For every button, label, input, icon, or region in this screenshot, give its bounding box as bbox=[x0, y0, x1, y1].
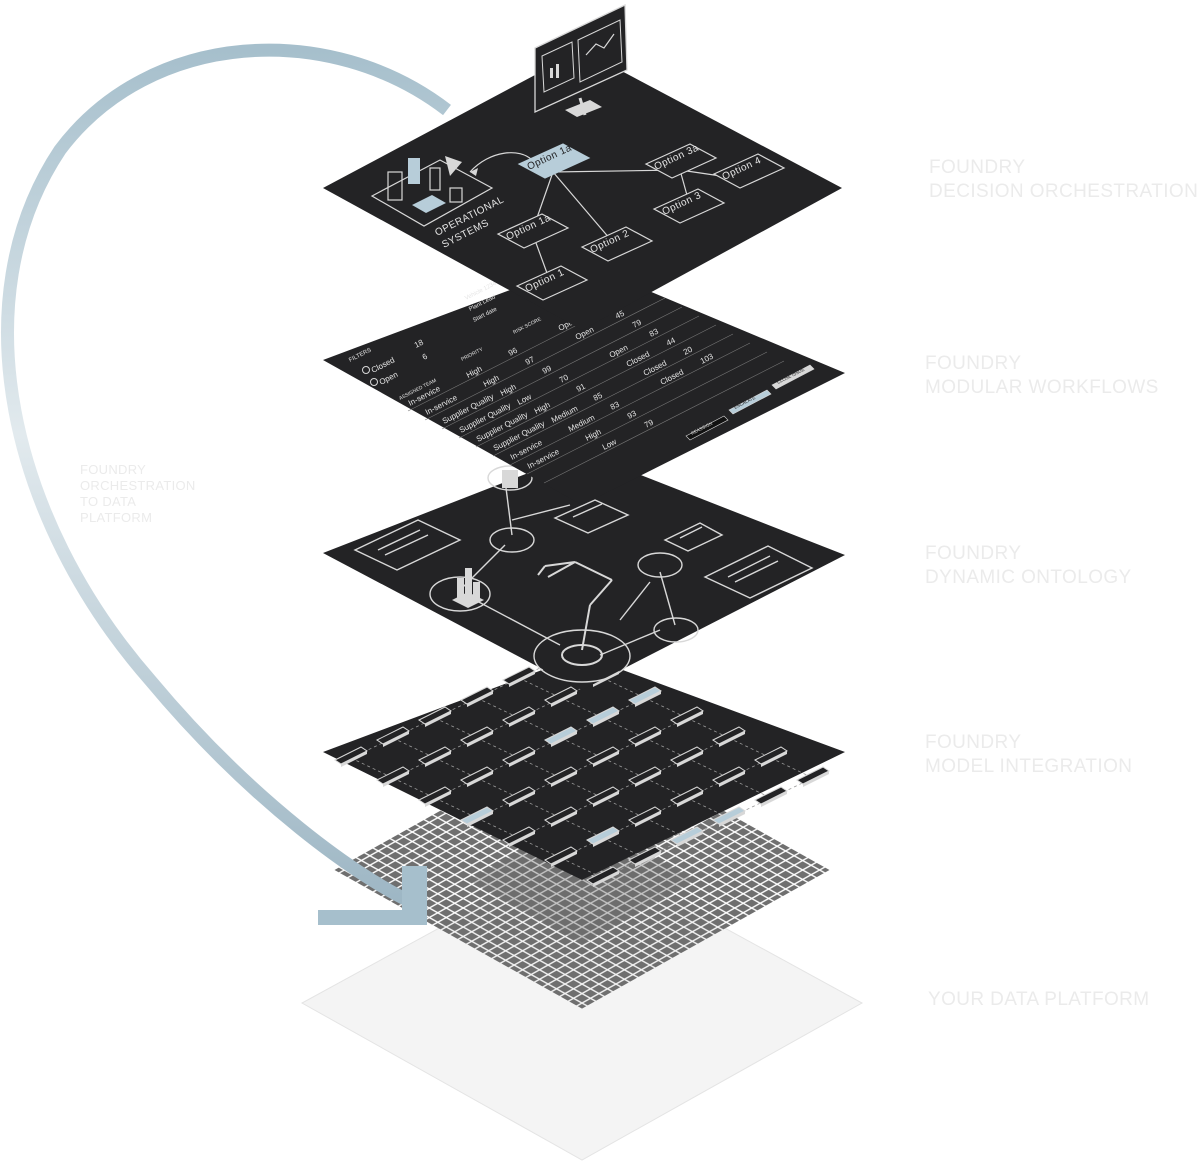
model-node bbox=[376, 766, 410, 787]
model-node bbox=[502, 706, 536, 727]
model-node bbox=[502, 746, 536, 767]
model-node bbox=[670, 706, 704, 727]
robot-arm-icon bbox=[537, 561, 613, 666]
model-node bbox=[670, 786, 704, 807]
dynamic-ontology-layer bbox=[323, 452, 845, 690]
model-node bbox=[418, 706, 452, 727]
loop-label-line4: PLATFORM bbox=[80, 510, 153, 525]
model-node bbox=[628, 766, 662, 787]
filter-radio[interactable] bbox=[370, 378, 378, 386]
model-node bbox=[460, 766, 494, 787]
model-node bbox=[544, 726, 578, 747]
model-node bbox=[712, 726, 746, 747]
model-node bbox=[460, 806, 494, 827]
model-node bbox=[460, 726, 494, 747]
label-modular-workflows: FOUNDRY MODULAR WORKFLOWS bbox=[925, 352, 1159, 400]
label-decision-line1: FOUNDRY bbox=[929, 157, 1026, 178]
model-node bbox=[628, 686, 662, 707]
model-node bbox=[670, 746, 704, 767]
model-node bbox=[712, 766, 746, 787]
model-integration-layer bbox=[323, 646, 845, 887]
model-node bbox=[754, 746, 788, 767]
label-ontology-line1: FOUNDRY bbox=[925, 543, 1022, 564]
label-data-platform: YOUR DATA PLATFORM bbox=[928, 988, 1150, 1012]
loop-label-line3: TO DATA bbox=[80, 494, 137, 509]
label-model-line1: FOUNDRY bbox=[925, 732, 1022, 753]
building-icon bbox=[452, 568, 484, 608]
monitor-icon bbox=[534, 3, 628, 117]
model-node bbox=[628, 846, 662, 867]
label-platform-line1: YOUR DATA PLATFORM bbox=[928, 989, 1150, 1010]
model-node bbox=[586, 866, 620, 887]
label-workflows-line1: FOUNDRY bbox=[925, 353, 1022, 374]
filter-count: 6 bbox=[421, 351, 430, 361]
decision-node: Option 3a bbox=[644, 143, 718, 179]
model-node bbox=[376, 726, 410, 747]
loop-label-line2: ORCHESTRATION bbox=[80, 478, 196, 493]
model-node bbox=[418, 746, 452, 767]
model-node bbox=[586, 826, 620, 847]
label-decision-line2: DECISION ORCHESTRATION bbox=[929, 181, 1199, 202]
model-node bbox=[586, 706, 620, 727]
model-node bbox=[628, 726, 662, 747]
model-node bbox=[502, 666, 536, 687]
label-model-line2: MODEL INTEGRATION bbox=[925, 756, 1133, 777]
model-node bbox=[670, 826, 704, 847]
model-node-graph bbox=[334, 646, 830, 887]
filter-radio[interactable] bbox=[362, 366, 370, 374]
model-node bbox=[796, 766, 830, 787]
model-node bbox=[544, 686, 578, 707]
model-node bbox=[628, 806, 662, 827]
model-node bbox=[754, 786, 788, 807]
model-node bbox=[586, 746, 620, 767]
label-workflows-line2: MODULAR WORKFLOWS bbox=[925, 377, 1159, 398]
container-icon bbox=[502, 470, 518, 488]
model-node bbox=[460, 686, 494, 707]
arrow-down-icon bbox=[318, 866, 427, 925]
model-node bbox=[544, 806, 578, 827]
loop-arrow bbox=[1, 43, 451, 925]
model-node bbox=[418, 786, 452, 807]
model-node bbox=[544, 766, 578, 787]
model-node bbox=[712, 806, 746, 827]
label-decision-orchestration: FOUNDRY DECISION ORCHESTRATION bbox=[929, 156, 1198, 204]
model-node bbox=[544, 846, 578, 867]
label-model-integration: FOUNDRY MODEL INTEGRATION bbox=[925, 731, 1132, 779]
model-node bbox=[502, 826, 536, 847]
loop-label-line1: FOUNDRY bbox=[80, 462, 147, 477]
label-ontology-line2: DYNAMIC ONTOLOGY bbox=[925, 567, 1132, 588]
model-node bbox=[586, 786, 620, 807]
label-orchestration-loop: FOUNDRY ORCHESTRATION TO DATA PLATFORM bbox=[80, 462, 196, 526]
model-node bbox=[334, 746, 368, 767]
model-node bbox=[502, 786, 536, 807]
label-dynamic-ontology: FOUNDRY DYNAMIC ONTOLOGY bbox=[925, 542, 1132, 590]
